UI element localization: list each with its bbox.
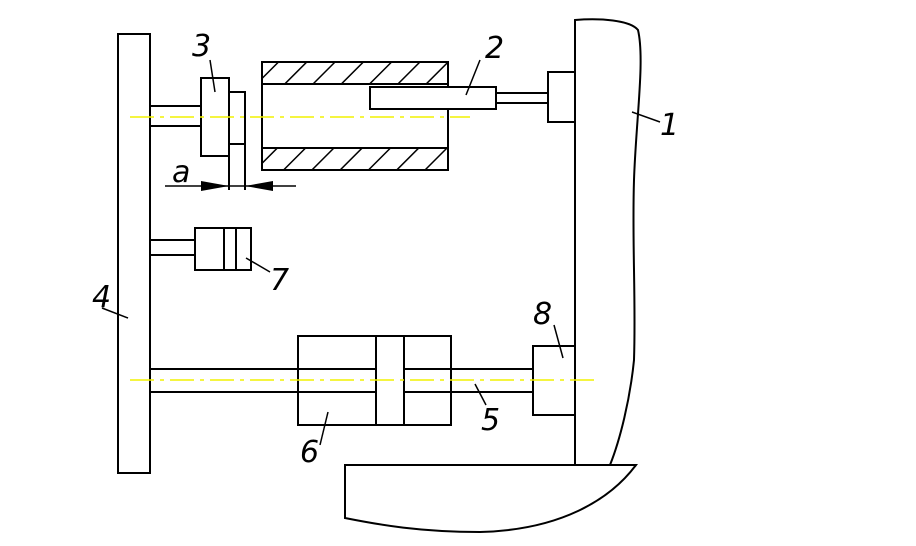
label-part-6: 6 (300, 435, 319, 470)
plunger (369, 86, 497, 110)
label-part-3: 3 (192, 29, 211, 64)
plunger-mount (547, 71, 576, 123)
small-cylinder (150, 227, 252, 271)
lower-rod (150, 368, 533, 393)
label-part-7: 7 (270, 263, 289, 298)
vertical-plate (117, 33, 151, 474)
base (344, 464, 638, 534)
stop-flange (228, 91, 246, 145)
centerlines (130, 116, 600, 381)
leader-lines (101, 59, 661, 446)
frame-body (574, 18, 642, 466)
gap-dimension (165, 181, 296, 191)
label-part-5: 5 (481, 403, 500, 438)
label-part-8: 8 (533, 297, 552, 332)
label-part-4: 4 (92, 280, 111, 315)
upper-rod (150, 105, 201, 127)
label-part-2: 2 (485, 31, 504, 66)
label-gap-a: a (172, 155, 190, 190)
hatched-housing (261, 61, 449, 171)
label-part-1: 1 (660, 108, 679, 143)
plunger-rod (496, 92, 548, 104)
